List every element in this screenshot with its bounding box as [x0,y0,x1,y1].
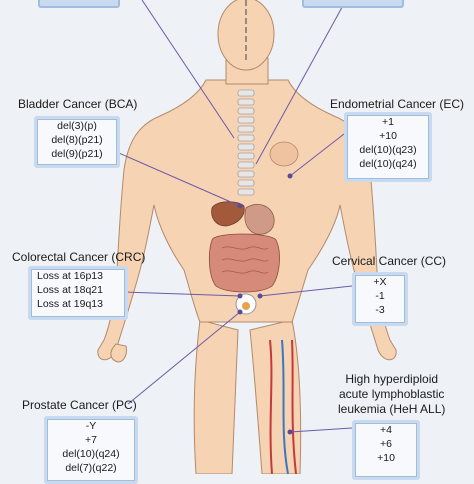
bca-title: Bladder Cancer (BCA) [18,97,138,111]
pc-title: Prostate Cancer (PC) [22,398,137,412]
connector-endpoints [237,173,293,435]
crc-title: Colorectal Cancer (CRC) [12,250,146,264]
ec-title: Endometrial Cancer (EC) [330,97,465,111]
liver [211,201,245,227]
ec-alteration: +1 [382,116,394,128]
ec-alterations-box: +1 +10 del(10)(q23) del(10)(q24) [344,112,432,182]
cc-alteration: -3 [375,304,385,316]
ec-alteration: del(10)(q24) [359,158,417,170]
pc-alteration: del(10)(q24) [62,448,120,460]
ec-alteration: +10 [379,130,397,142]
spine [237,89,255,196]
connector-lines [111,0,353,433]
heh-alteration: +10 [377,452,395,464]
bca-alterations-box: del(3)(p) del(8)(p21) del(9)(p21) [34,116,120,168]
heh-alteration: +4 [380,424,392,436]
heh-title-line: High hyperdiploid [345,372,439,386]
heh-title-line: acute lymphoblastic [339,387,445,401]
cc-alteration: +X [373,276,387,288]
heh-title-line: leukemia (HeH ALL) [338,402,446,416]
pc-alteration: -Y [85,420,97,432]
cc-alterations-box: +X -1 -3 [352,272,408,326]
leg-blood-vessels [269,339,297,474]
pc-alteration: del(7)(q22) [65,462,117,474]
intestines [208,233,280,293]
top-left-box-edge [38,0,120,8]
bca-alteration: del(8)(p21) [51,134,103,146]
heh-alteration: +6 [380,438,392,450]
body-diagram [97,0,397,474]
top-right-box-edge [302,0,404,8]
prostate-organ [242,302,250,310]
breast-organ [269,141,299,167]
heh-alterations-box: +4 +6 +10 [352,420,420,480]
cc-title: Cervical Cancer (CC) [332,254,447,268]
pc-alterations-box: -Y +7 del(10)(q24) del(7)(q22) [44,416,138,484]
crc-alteration: Loss at 19q13 [37,298,103,310]
bca-alteration: del(9)(p21) [51,148,103,160]
pc-alteration: +7 [85,434,97,446]
heh-title: High hyperdiploid acute lymphoblastic le… [338,372,445,417]
ec-alteration: del(10)(q23) [359,144,417,156]
stomach [244,204,275,235]
crc-alteration: Loss at 16p13 [37,270,103,282]
crc-alteration: Loss at 18q21 [37,284,103,296]
bca-alteration: del(3)(p) [57,120,97,132]
cc-alteration: -1 [375,290,385,302]
crc-alterations-box: Loss at 16p13 Loss at 18q21 Loss at 19q1… [28,266,128,320]
